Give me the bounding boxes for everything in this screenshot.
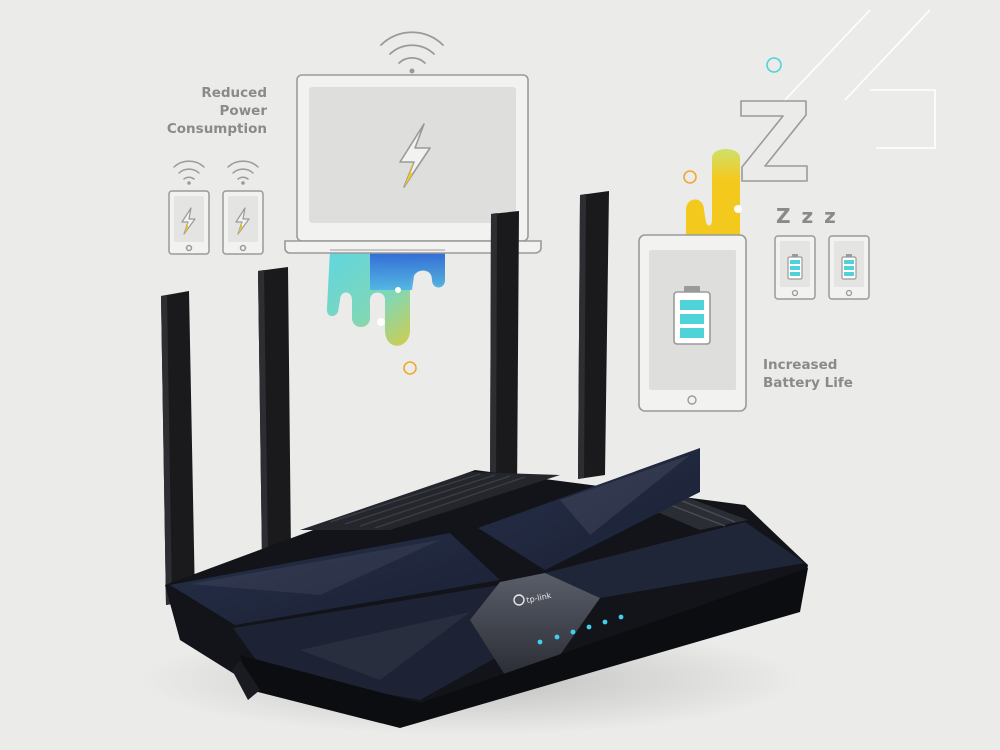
laptop-drip xyxy=(326,250,445,346)
decor-circle xyxy=(766,57,782,73)
sleep-icon xyxy=(740,100,808,182)
sleep-letters-small: Z z z xyxy=(776,204,838,228)
phone-icon xyxy=(774,235,816,300)
wifi-icon xyxy=(227,160,259,185)
caption-increased-battery: Increased Battery Life xyxy=(763,356,923,392)
caption-line: Consumption xyxy=(166,121,267,137)
decor-circle xyxy=(683,170,697,184)
tablet-drip xyxy=(686,149,742,236)
antenna xyxy=(578,191,609,479)
led xyxy=(537,639,543,645)
router-panel xyxy=(478,448,700,570)
antenna xyxy=(161,291,195,605)
status-leds xyxy=(537,614,624,645)
caption-line: Battery Life xyxy=(763,375,853,391)
caption-line: Increased xyxy=(763,357,838,373)
decorative-lines xyxy=(784,9,936,149)
led xyxy=(554,634,560,640)
decor-circle xyxy=(403,361,417,375)
led xyxy=(602,619,608,625)
wifi-icon xyxy=(380,31,444,74)
antenna xyxy=(258,267,291,559)
phone-icon xyxy=(828,235,870,300)
router-center-plate xyxy=(470,573,600,675)
router-panel xyxy=(545,522,805,598)
led xyxy=(570,629,576,635)
caption-reduced-power: Reduced Power Consumption xyxy=(150,84,267,138)
router-panel xyxy=(170,533,500,625)
caption-line: Power xyxy=(219,103,267,119)
led xyxy=(586,624,592,630)
battery-icon xyxy=(673,286,711,345)
antenna xyxy=(490,211,519,498)
wifi-icon xyxy=(173,160,205,185)
router-icon: tp-link xyxy=(140,191,808,735)
caption-line: Reduced xyxy=(201,85,267,101)
led xyxy=(618,614,624,620)
lightning-icon xyxy=(399,123,431,188)
